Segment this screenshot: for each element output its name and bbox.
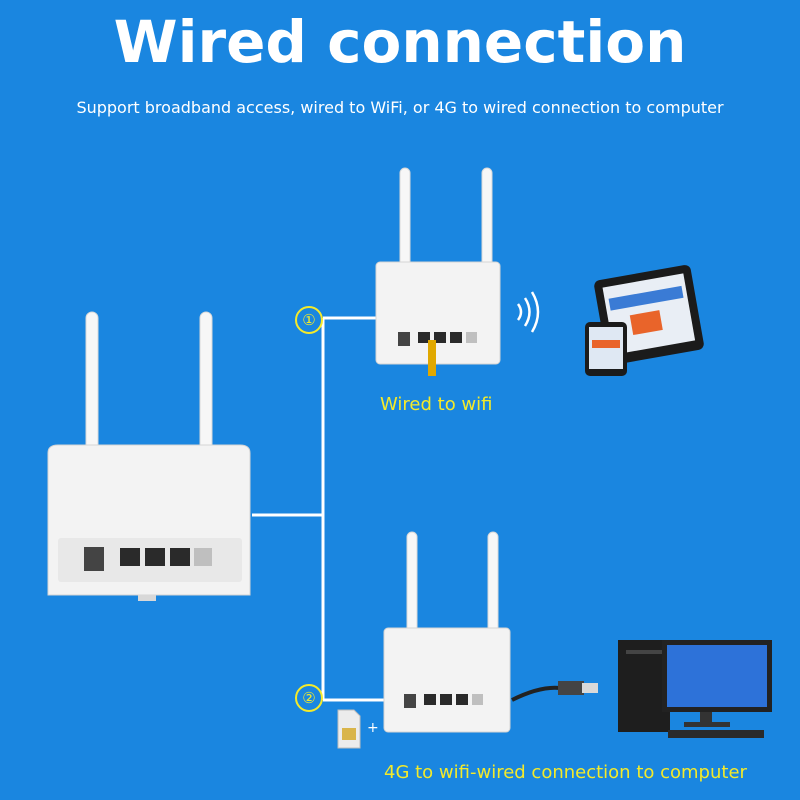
power-port — [404, 694, 416, 708]
lan-port-1 — [424, 694, 436, 705]
step-1-badge: ① — [295, 306, 323, 334]
lan-port-3 — [456, 694, 468, 705]
router-foot — [138, 595, 156, 601]
lan-port-1 — [418, 332, 430, 343]
lan-port-2 — [434, 332, 446, 343]
lan-port-2 — [145, 548, 165, 566]
svg-text:+: + — [367, 720, 379, 736]
lan-port-3 — [170, 548, 190, 566]
lan-port-2 — [440, 694, 452, 705]
step-2-label: 4G to wifi-wired connection to computer — [384, 762, 747, 783]
pc-tower — [618, 640, 670, 732]
ethernet-cable — [428, 340, 436, 376]
lan-port-1 — [120, 548, 140, 566]
keyboard — [668, 730, 764, 738]
sim-slot — [194, 548, 212, 566]
main-router — [47, 311, 251, 601]
ethernet-cable-icon — [511, 681, 598, 702]
computer-icon — [618, 640, 772, 738]
page-title: Wired connection — [113, 8, 687, 76]
tablet-phone-icon — [585, 265, 704, 376]
router-body — [375, 261, 501, 365]
power-port — [398, 332, 410, 346]
lan-port-3 — [450, 332, 462, 343]
power-port — [84, 547, 104, 571]
step-1-label: Wired to wifi — [380, 394, 493, 415]
sim-slot — [472, 694, 483, 705]
sim-slot — [466, 332, 477, 343]
top-router — [375, 167, 501, 376]
bottom-router — [383, 531, 511, 733]
step-2-badge: ② — [295, 684, 323, 712]
page-subtitle: Support broadband access, wired to WiFi,… — [76, 98, 724, 117]
sim-card-icon: + — [337, 709, 379, 749]
connection-lines — [252, 316, 385, 702]
router-body — [383, 627, 511, 733]
wifi-signal-icon — [516, 291, 540, 333]
